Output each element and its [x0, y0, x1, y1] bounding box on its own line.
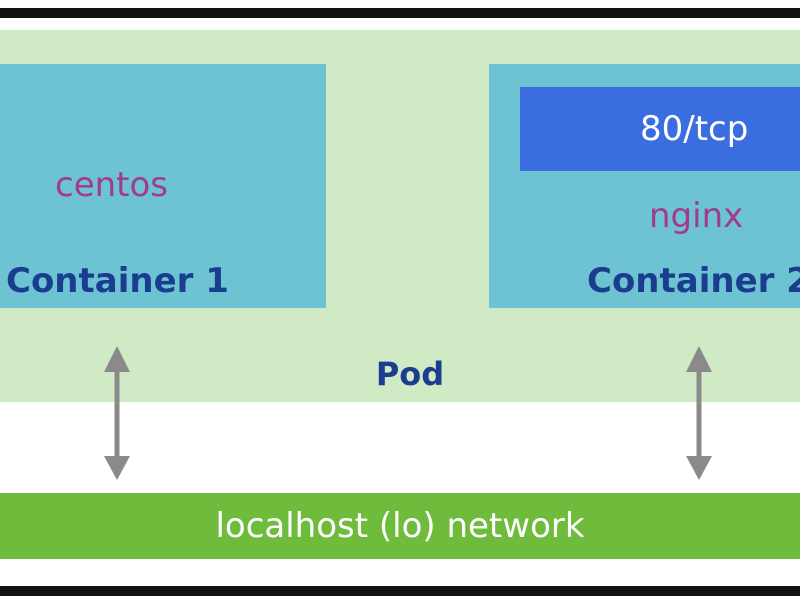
frame-top-border — [0, 8, 800, 18]
localhost-network-bar: localhost (lo) network — [0, 493, 800, 559]
container-2-port-box: 80/tcp — [520, 87, 800, 171]
container-2-image-label: nginx — [649, 196, 744, 236]
pod-label: Pod — [375, 355, 445, 393]
frame-bottom-border — [0, 586, 800, 596]
container-1-image-label: centos — [55, 165, 169, 205]
container-2-box: 80/tcp nginx Container 2 — [489, 64, 800, 308]
container-2-name-label: Container 2 — [587, 261, 800, 301]
container-1-box: centos Container 1 — [0, 64, 326, 308]
container-1-name-label: Container 1 — [6, 261, 229, 301]
